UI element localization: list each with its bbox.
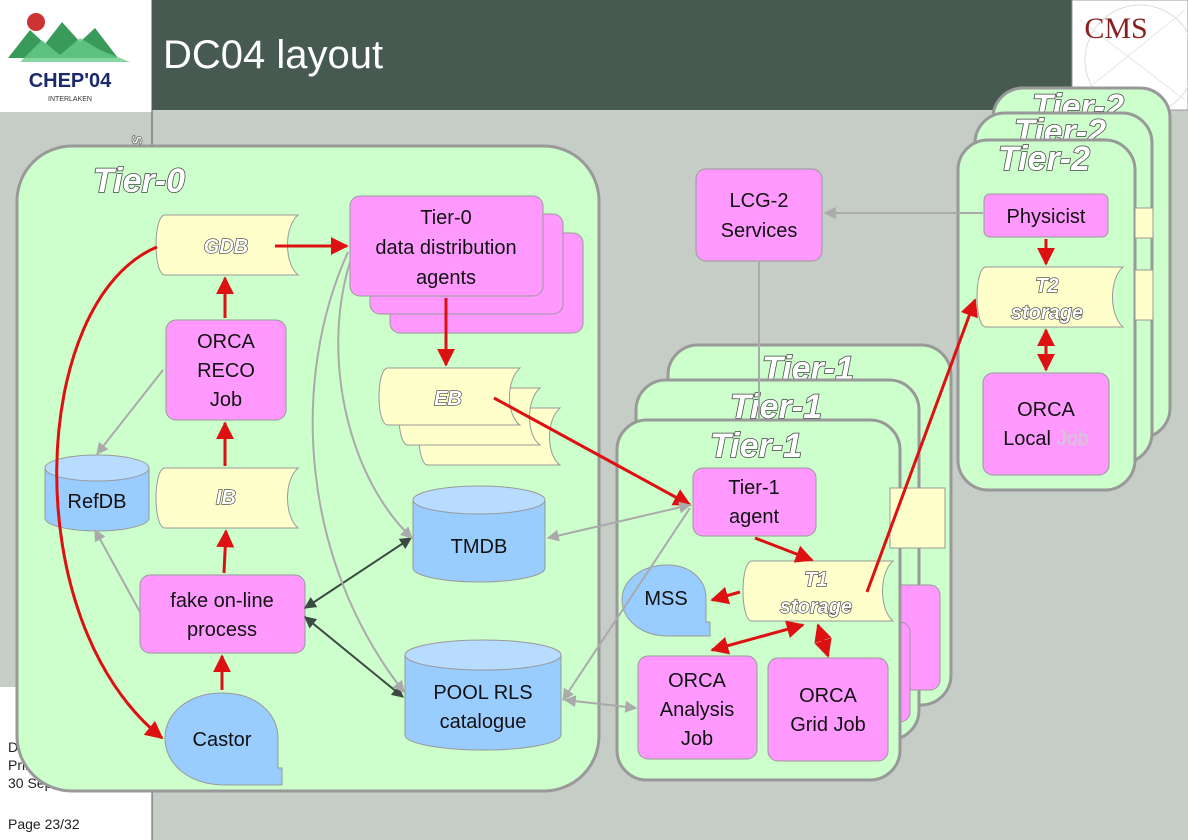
pool-rls-catalogue-database: POOL RLS catalogue [404,639,562,751]
physicist-box: Physicist [983,193,1109,238]
lcg2-label-line2: Services [721,220,798,242]
reco-line2: RECO [197,360,255,382]
tmdb-label: TMDB [451,536,508,558]
eb-label: EB [434,388,462,410]
red-flow-arrows [55,237,1055,740]
logo-subtext: INTERLAKEN [48,96,92,103]
tier1-agent-box: Tier-1 agent [692,467,817,537]
lcg2-services-box: LCG-2 Services [695,168,823,262]
tier0-agents-line1: Tier-0 [420,207,471,229]
arrow-fake-to-ib [216,529,235,574]
refdb-database: RefDB [44,454,150,532]
arrow-reco-to-refdb [96,369,164,455]
grey-arrows [94,207,983,713]
t2-storage-buffer: T2 storage [976,266,1125,328]
tmdb-database: TMDB [412,485,546,583]
ib-label: IB [216,487,236,509]
tier0-agents-box: Tier-0 data distribution agents [349,195,544,297]
title-bar [152,0,1072,110]
arrow-agents-to-tmdb [337,261,413,539]
castor-storage: Castor [164,692,283,786]
fake-line2: process [187,619,257,641]
ib-buffer: IB [155,467,300,529]
fake-line1: fake on-line [170,590,273,612]
local-line2-main: Local [1003,428,1056,450]
logo-sun-icon [27,13,45,31]
t1-storage-line1: T1 [804,569,827,591]
t2-storage-line2: storage [1011,302,1083,324]
mss-storage: MSS [621,564,711,637]
logo-text: CHEP'04 [29,70,112,92]
refdb-label: RefDB [68,491,127,513]
t1-storage-buffer: T1 storage [742,560,895,622]
orca-grid-job-box: ORCA Grid Job [767,657,889,762]
page-number: Page 23/32 [8,816,80,832]
dark-arrows [303,537,413,698]
arrow-tier1-agent-tmdb [546,501,692,542]
tier0-title: Tier-0 [93,162,185,200]
cms-logo-text: CMS [1084,12,1147,45]
tier1-agent-line2: agent [729,506,779,528]
pool-line1: POOL RLS [433,682,532,704]
fake-online-process-box: fake on-line process [139,574,306,654]
mss-label: MSS [644,588,687,610]
t2-storage-line1: T2 [1035,275,1058,297]
gdb-buffer: GDB [155,214,300,276]
pool-line2: catalogue [440,711,527,733]
grid-line2: Grid Job [790,714,866,736]
arrow-analysis-t1-storage [710,620,805,655]
lcg2-label-line1: LCG-2 [730,190,789,212]
orca-reco-job-box: ORCA RECO Job [165,319,287,421]
tier0-agents-line2: data distribution [375,237,516,259]
arrow-t1-storage-to-t2-storage [865,298,978,593]
tier0-agents-line3: agents [416,267,476,289]
analysis-line1: ORCA [668,670,726,692]
physicist-label: Physicist [1007,206,1086,228]
arrow-gdb-to-castor [55,245,164,740]
analysis-line3: Job [681,728,713,750]
arrow-eb-to-tier1-agent [493,396,692,507]
arrow-agents-to-pool [311,251,405,693]
slide-title: DC04 layout [163,33,383,77]
tier2-title: Tier-2 [998,140,1090,178]
gdb-label: GDB [204,236,248,258]
local-line2-faded: Job [1057,428,1089,450]
side-fragment: s [128,135,148,145]
local-line1: ORCA [1017,399,1075,421]
arrow-t1-storage-to-mss [710,586,741,605]
arrow-fake-tmdb [303,537,413,609]
tier1-agent-line1: Tier-1 [728,477,779,499]
arrow-tier1-agent-pool [562,507,691,702]
castor-label: Castor [193,729,252,751]
tier1-title: Tier-1 [710,427,802,465]
t1-storage-line2: storage [780,596,852,618]
arrow-analysis-pool [563,695,638,713]
local-line2: Local Job [1003,428,1089,450]
arrow-fake-pool [304,616,404,698]
analysis-line2: Analysis [660,699,734,721]
reco-line1: ORCA [197,331,255,353]
reco-line3: Job [210,389,242,411]
arrow-fake-to-refdb [94,528,141,613]
eb-buffer: EB [378,367,522,426]
arrow-agent-to-t1-storage [754,536,814,563]
orca-analysis-job-box: ORCA Analysis Job [637,655,758,760]
arrow-grid-t1-storage [814,623,832,658]
orca-local-job-box: ORCA Local Job [982,372,1110,476]
grid-line1: ORCA [799,685,857,707]
chep04-logo: CHEP'04 INTERLAKEN [8,13,130,103]
